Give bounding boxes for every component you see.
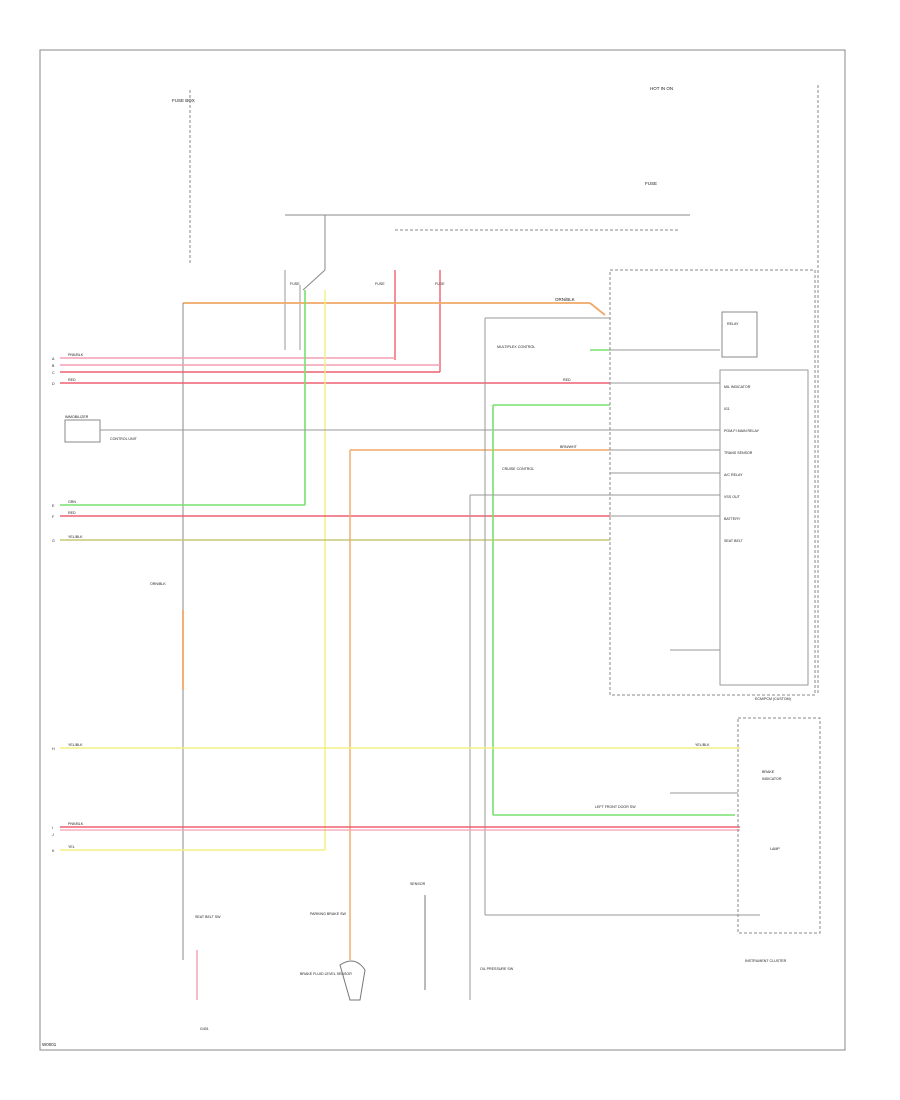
terminal-k: K [52, 849, 55, 853]
brake-fluid-label: BRAKE FLUID LEVEL SENSOR [300, 972, 352, 976]
relay-label: RELAY [727, 322, 739, 326]
label-yellow-right: YEL/BLK [695, 743, 710, 747]
footer-code: W0001 [42, 1042, 57, 1047]
ecm-pin-1: MIL INDICATOR [724, 385, 751, 389]
label-green-left: GRN [68, 500, 76, 504]
bus-drop-b [302, 269, 326, 291]
ecm-inner-box [719, 369, 809, 686]
cruise-label: CRUISE CONTROL [502, 467, 534, 471]
label-orange: ORN/BLK [555, 297, 575, 302]
immobilizer-label: IMMOBILIZER [65, 415, 89, 419]
ecm-pin-4: TRANS SENSOR [724, 451, 753, 455]
relay-box [721, 311, 758, 358]
fuse-b-label: FUSE [375, 282, 385, 286]
terminal-letters: A B C D E F G H I J K [52, 357, 55, 853]
ecm-box [609, 269, 816, 696]
fuse-a-label: FUSE [290, 282, 300, 286]
label-olive: YEL/BLK [68, 535, 83, 539]
terminal-i: I [52, 826, 53, 830]
label-pink-1: PNK/BLK [68, 353, 84, 357]
multiplex-label: MULTIPLEX CONTROL [497, 345, 535, 349]
cluster-box [737, 717, 821, 934]
terminal-b: B [52, 364, 55, 368]
ecm-pin-5: A/C RELAY [724, 473, 743, 477]
terminal-d: D [52, 382, 55, 386]
immobilizer-sub: CONTROL UNIT [110, 437, 138, 441]
cluster-label: INSTRUMENT CLUSTER [745, 959, 787, 963]
label-red-2: RED [563, 378, 571, 382]
terminal-a: A [52, 357, 55, 361]
label-pink-bottom: PNK/BLK [68, 822, 84, 826]
terminal-c: C [52, 371, 55, 375]
parking-brake-label: PARKING BRAKE SW [310, 912, 346, 916]
fuse-box-label: FUSE BOX [172, 98, 195, 103]
lamp-label: LAMP [770, 847, 780, 851]
label-brn: BRN/WHT [560, 445, 578, 449]
top-right-fuse-label: FUSE [645, 181, 657, 186]
ground-label: G401 [200, 1027, 209, 1031]
label-red-1: RED [68, 378, 76, 382]
terminal-h: H [52, 747, 55, 751]
terminal-g: G [52, 539, 55, 543]
label-orn-vertical: ORN/BLK [150, 582, 166, 586]
indicator-label: INDICATOR [762, 777, 782, 781]
brake-ind-label: BRAKE [762, 770, 775, 774]
wire-orange-top-b [589, 302, 606, 316]
ecm-footer: ECM/PCM (CUSTOM) [755, 697, 791, 701]
oil-pressure-label: OIL PRESSURE SW [480, 967, 514, 971]
label-yel: YEL [68, 845, 75, 849]
terminal-j: J [52, 833, 54, 837]
left-front-label: LEFT FRONT DOOR SW [595, 805, 636, 809]
label-red-long: RED [68, 511, 76, 515]
ecm-pin-2: IG1 [724, 407, 730, 411]
top-right-label: HOT IN ON [650, 86, 673, 91]
terminal-f: F [52, 515, 55, 519]
diagram-frame [39, 49, 846, 1051]
brake-fluid-sensor [339, 960, 366, 1001]
sensor-label: SENSOR [410, 882, 426, 886]
ecm-pin-6: VSS OUT [724, 495, 741, 499]
immobilizer-box [64, 419, 101, 443]
ecm-pin-7: BATTERY [724, 517, 741, 521]
seatbelt-label: SEAT BELT SW [195, 915, 221, 919]
label-yellow-left: YEL/BLK [68, 743, 83, 747]
ecm-pin-8: SEAT BELT [724, 539, 744, 543]
ecm-pin-3: PGM-FI MAIN RELAY [724, 429, 760, 433]
terminal-e: E [52, 504, 55, 508]
